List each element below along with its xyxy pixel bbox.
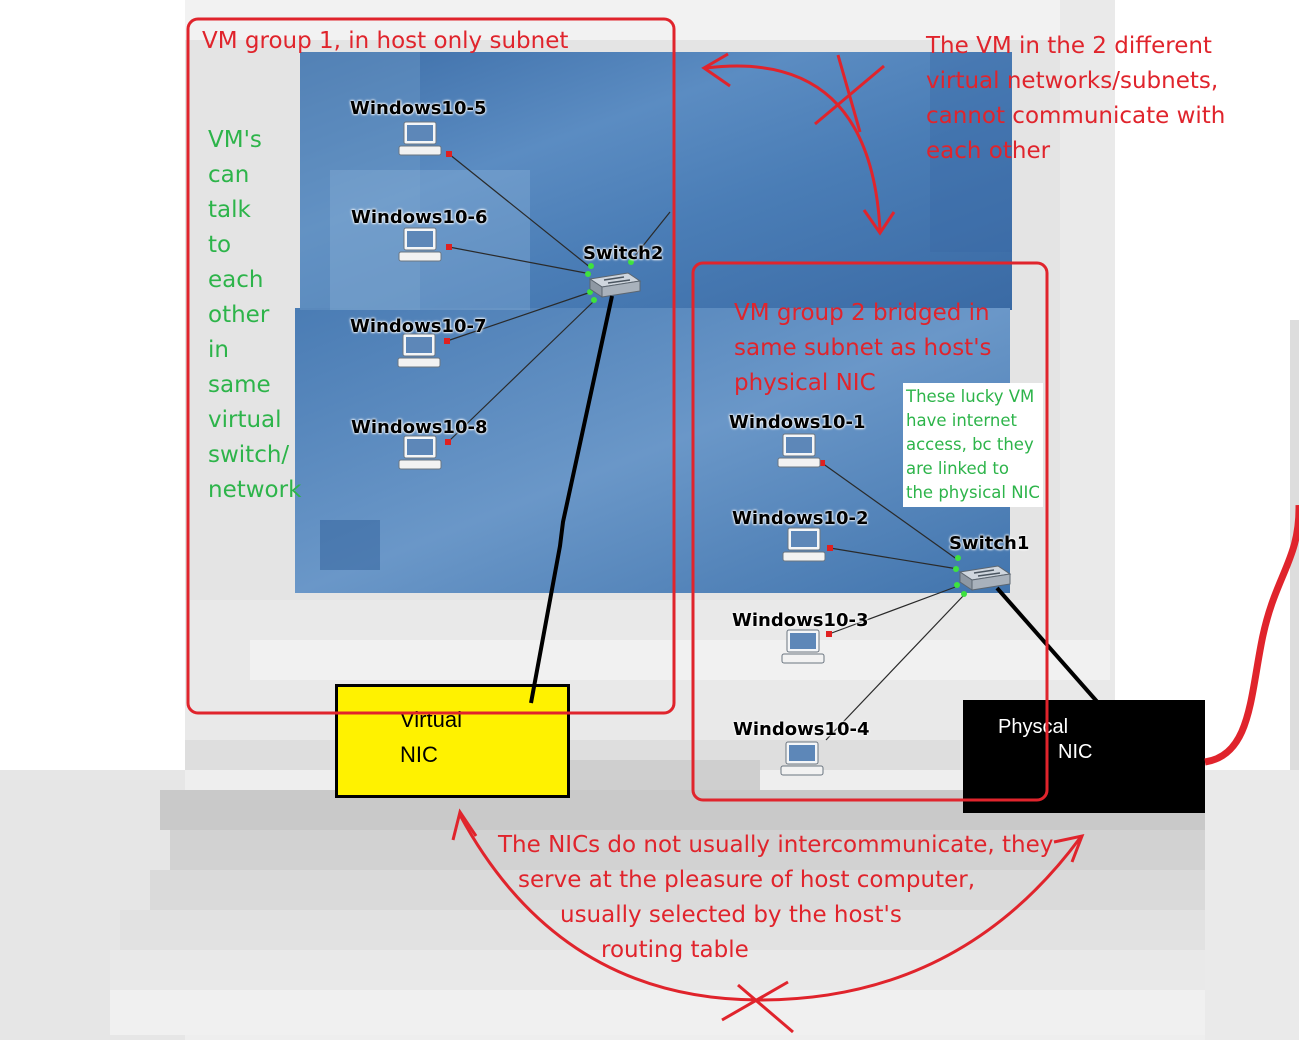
subnet-isolation-note-line: cannot communicate with (926, 103, 1226, 129)
group1-note-line: in (208, 337, 229, 363)
group1-note-line: talk (208, 197, 251, 223)
virtual-nic-box[interactable] (335, 684, 570, 798)
group2-internet-note: These lucky VM have internet access, bc … (903, 383, 1043, 507)
vm3-label: Windows10-3 (732, 610, 869, 631)
vm5-label: Windows10-5 (350, 98, 487, 119)
vm1-computer-icon[interactable] (776, 432, 824, 470)
group2-title-line: physical NIC (734, 370, 876, 396)
group2-title-line: same subnet as host's (734, 335, 992, 361)
subnet-isolation-note-line: virtual networks/subnets, (926, 68, 1219, 94)
vm7-label: Windows10-7 (350, 316, 487, 337)
group1-note-line: network (208, 477, 302, 503)
nic-routing-note-line: usually selected by the host's (560, 902, 902, 928)
subnet-isolation-note-line: each other (926, 138, 1051, 164)
group1-note-line: virtual (208, 407, 282, 433)
vm2-computer-icon[interactable] (781, 526, 829, 564)
switch1-icon[interactable] (956, 558, 1012, 594)
group2-boundary (691, 261, 1049, 802)
nic-routing-note-line: routing table (601, 937, 749, 963)
vm8-computer-icon[interactable] (397, 434, 445, 472)
switch1-label: Switch1 (949, 533, 1030, 554)
vm5-computer-icon[interactable] (397, 120, 445, 158)
vm1-label: Windows10-1 (729, 412, 866, 433)
vm8-label: Windows10-8 (351, 417, 488, 438)
nic-routing-note-line: The NICs do not usually intercommunicate… (498, 832, 1054, 858)
group2-title-line: VM group 2 bridged in (734, 300, 990, 326)
subnet-isolation-note-line: The VM in the 2 different (926, 33, 1212, 59)
group1-note-line: can (208, 162, 250, 188)
virtual-nic-label-line1: Virtual (400, 707, 462, 732)
physical-nic-box[interactable] (963, 700, 1205, 813)
group1-note-line: same (208, 372, 271, 398)
group2-note-line: These lucky VM (906, 387, 1035, 406)
switch2-icon[interactable] (586, 265, 642, 301)
group1-note-line: switch/ (208, 442, 290, 468)
vm7-computer-icon[interactable] (396, 332, 444, 370)
subnet-isolation-note: The VM in the 2 different virtual networ… (926, 29, 1225, 169)
group1-title: VM group 1, in host only subnet (202, 28, 569, 54)
physical-nic-label-line1: Physcal (998, 716, 1069, 738)
group2-note-line: the physical NIC (906, 483, 1040, 502)
vm6-computer-icon[interactable] (397, 226, 445, 264)
virtual-nic-label-line2: NIC (400, 742, 438, 767)
group2-note-line: access, bc they (906, 435, 1034, 454)
physical-nic-label-line2: NIC (1058, 741, 1093, 763)
group2-title: VM group 2 bridged in same subnet as hos… (734, 296, 992, 401)
group1-note-line: other (208, 302, 270, 328)
group1-note-line: each (208, 267, 264, 293)
group1-note-line: to (208, 232, 232, 258)
vm4-computer-icon[interactable] (779, 740, 827, 778)
group2-note-line: have internet (906, 411, 1017, 430)
switch2-label: Switch2 (583, 243, 664, 264)
group1-boundary (186, 17, 676, 715)
group1-note-line: VM's (208, 127, 262, 153)
group1-note: VM's can talk to each other in same virt… (208, 123, 308, 508)
vm4-label: Windows10-4 (733, 719, 870, 740)
vm2-label: Windows10-2 (732, 508, 869, 529)
group2-note-line: are linked to (906, 459, 1009, 478)
vm3-computer-icon[interactable] (780, 628, 828, 666)
nic-routing-note-line: serve at the pleasure of host computer, (518, 867, 976, 893)
vm6-label: Windows10-6 (351, 207, 488, 228)
